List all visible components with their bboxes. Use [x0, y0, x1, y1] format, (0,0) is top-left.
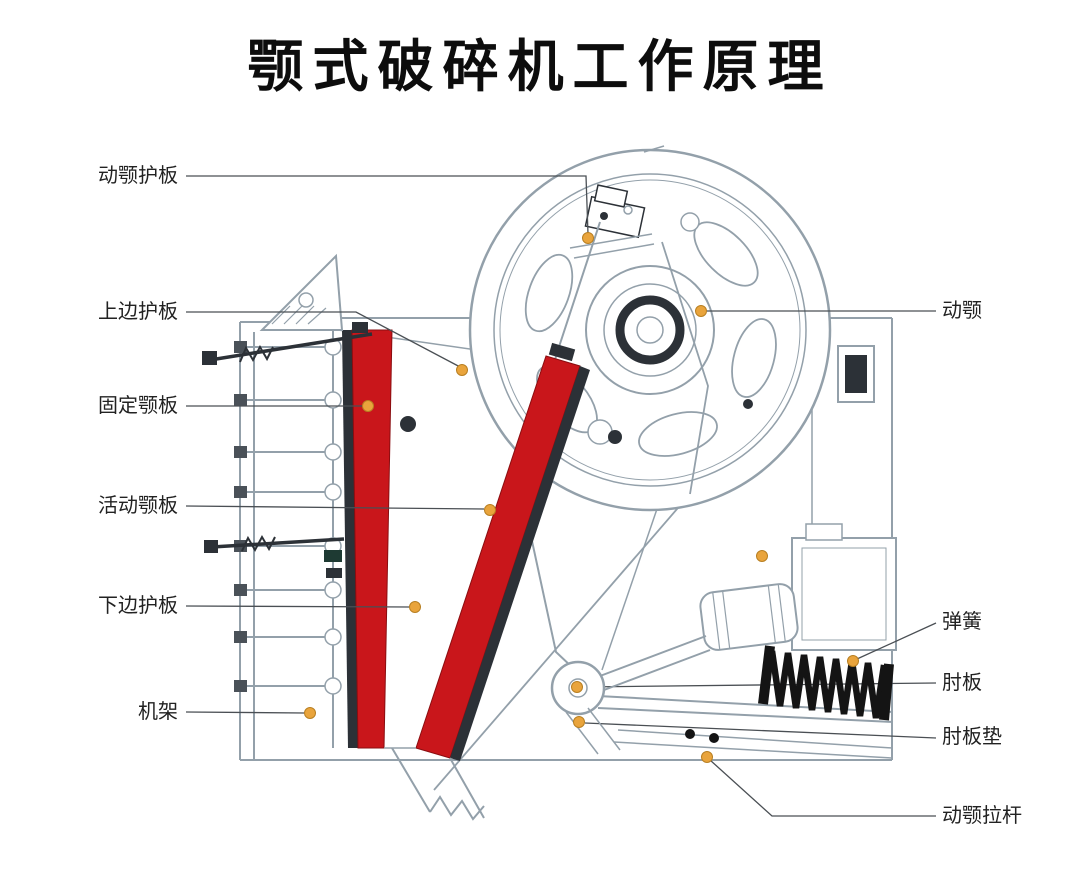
- toggle-plate-rod: [599, 635, 711, 691]
- leader-upper-side-guard: [186, 311, 463, 369]
- rod-bolt: [685, 729, 695, 739]
- label-spring: 弹簧: [942, 611, 982, 633]
- movable-jaw-plate: [415, 342, 590, 761]
- label-movable-jaw-guard-plate: 动颚护板: [98, 165, 178, 187]
- marker-movable-jaw-guard: [582, 232, 594, 244]
- middle-tension-bolt: [204, 534, 345, 578]
- marker-fixed-jaw-plate: [362, 400, 374, 412]
- marker-toggle-plate-seat: [573, 716, 585, 728]
- discharge-chute: [384, 747, 485, 821]
- marker-lower-side-guard: [409, 601, 421, 613]
- leader-movable-jaw-guard: [186, 175, 589, 235]
- eccentric-shaft-cap: [569, 184, 655, 259]
- label-fixed-jaw-plate: 固定颚板: [98, 395, 178, 417]
- label-upper-side-guard-plate: 上边护板: [98, 301, 178, 323]
- frame-side-bolts: [234, 338, 342, 695]
- marker-spring: [847, 655, 859, 667]
- leader-tension-rod: [709, 759, 936, 817]
- marker-movable-jaw-plate: [484, 504, 496, 516]
- leader-toggle-plate-seat: [584, 722, 937, 739]
- upper-tension-bolt: [202, 332, 373, 365]
- leader-lines: [185, 175, 937, 714]
- flywheel-cutout: [524, 253, 574, 333]
- marker-dots: [304, 232, 859, 763]
- label-movable-jaw: 动颚: [942, 300, 982, 322]
- page-title: 颚式破碎机工作原理: [247, 34, 833, 100]
- marker-frame: [304, 707, 316, 719]
- spring-coil: [758, 645, 894, 721]
- flywheel-cutout: [731, 318, 777, 398]
- leader-frame: [185, 711, 305, 714]
- label-frame: 机架: [138, 701, 178, 723]
- marker-upper-side-guard: [456, 364, 468, 376]
- toggle-cylinder: [699, 583, 799, 651]
- rear-support-box: [791, 537, 897, 651]
- rod-bolt: [709, 733, 719, 743]
- label-movable-jaw-plate: 活动颚板: [98, 495, 178, 517]
- label-toggle-plate: 肘板: [942, 672, 982, 694]
- corner-bracket: [259, 253, 344, 331]
- leader-movable-jaw-plate: [185, 505, 485, 510]
- marker-tension-rod: [701, 751, 713, 763]
- leader-lower-side-guard: [185, 605, 410, 608]
- leader-toggle-plate: [582, 682, 937, 688]
- marker-rear-support: [756, 550, 768, 562]
- rear-assembly: [550, 523, 937, 817]
- flywheel-hub: [585, 265, 715, 395]
- marker-toggle-plate: [571, 681, 583, 693]
- label-movable-jaw-tension-rod: 动颚拉杆: [942, 805, 1022, 827]
- fixed-jaw-plate: [342, 322, 393, 749]
- label-lower-side-guard-plate: 下边护板: [98, 595, 178, 617]
- hex-nut: [400, 416, 416, 432]
- marker-movable-jaw: [695, 305, 707, 317]
- label-toggle-plate-seat: 肘板垫: [942, 726, 1002, 748]
- leader-spring: [856, 622, 937, 660]
